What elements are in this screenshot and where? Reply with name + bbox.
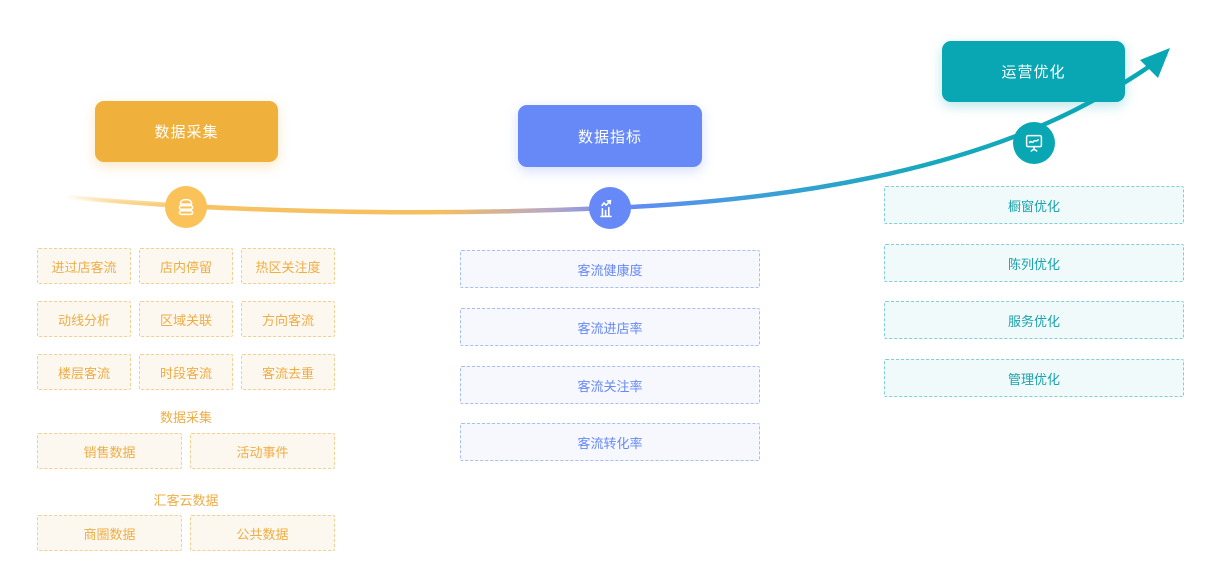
tag-collect-1[interactable]: 店内停留 — [139, 248, 233, 284]
tag-label: 客流关注率 — [577, 378, 643, 394]
tag-label: 热区关注度 — [255, 259, 321, 275]
tag-collect-group1-1[interactable]: 活动事件 — [190, 433, 335, 469]
section-caption-huikeyun-data: 汇客云数据 — [153, 493, 219, 508]
tag-optimize-0[interactable]: 橱窗优化 — [884, 186, 1184, 224]
tag-metric-0[interactable]: 客流健康度 — [460, 250, 760, 288]
header-box-operation-optimization[interactable]: 运营优化 — [942, 41, 1125, 102]
tag-collect-7[interactable]: 时段客流 — [139, 354, 233, 390]
tag-label: 客流健康度 — [577, 262, 643, 278]
tag-collect-2[interactable]: 热区关注度 — [241, 248, 335, 284]
header-box-label: 数据采集 — [154, 124, 219, 141]
tag-label: 时段客流 — [159, 365, 212, 381]
tag-label: 销售数据 — [83, 444, 136, 460]
tag-label: 客流转化率 — [577, 435, 643, 451]
tag-collect-group2-1[interactable]: 公共数据 — [190, 515, 335, 551]
tag-label: 客流去重 — [261, 365, 314, 381]
tag-optimize-3[interactable]: 管理优化 — [884, 359, 1184, 397]
bar-chart-trend-icon — [589, 187, 631, 229]
tag-label: 橱窗优化 — [1007, 198, 1060, 214]
tag-metric-1[interactable]: 客流进店率 — [460, 308, 760, 346]
tag-label: 管理优化 — [1007, 371, 1060, 387]
tag-collect-3[interactable]: 动线分析 — [37, 301, 131, 337]
tag-collect-8[interactable]: 客流去重 — [241, 354, 335, 390]
header-box-data-metrics[interactable]: 数据指标 — [518, 105, 702, 167]
tag-label: 公共数据 — [236, 526, 289, 542]
tag-collect-group1-0[interactable]: 销售数据 — [37, 433, 182, 469]
presentation-board-icon — [1013, 122, 1055, 164]
tag-label: 活动事件 — [236, 444, 289, 460]
header-box-label: 数据指标 — [577, 128, 642, 146]
tag-optimize-1[interactable]: 陈列优化 — [884, 244, 1184, 282]
tag-collect-6[interactable]: 楼层客流 — [37, 354, 131, 390]
tag-label: 动线分析 — [57, 312, 110, 328]
tag-label: 进过店客流 — [51, 259, 117, 275]
tag-label: 服务优化 — [1007, 313, 1060, 329]
tag-label: 楼层客流 — [57, 365, 110, 381]
tag-label: 方向客流 — [261, 312, 314, 328]
section-caption-data-collection: 数据采集 — [159, 410, 212, 425]
tag-label: 区域关联 — [159, 312, 212, 328]
tag-collect-4[interactable]: 区域关联 — [139, 301, 233, 337]
tag-label: 陈列优化 — [1007, 256, 1060, 272]
header-box-data-collection[interactable]: 数据采集 — [95, 101, 278, 162]
header-box-label: 运营优化 — [1001, 64, 1066, 81]
tag-label: 店内停留 — [159, 259, 212, 275]
database-stack-icon — [165, 186, 207, 228]
tag-optimize-2[interactable]: 服务优化 — [884, 301, 1184, 339]
tag-collect-group2-0[interactable]: 商圈数据 — [37, 515, 182, 551]
tag-collect-0[interactable]: 进过店客流 — [37, 248, 131, 284]
tag-metric-2[interactable]: 客流关注率 — [460, 366, 760, 404]
tag-label: 商圈数据 — [83, 526, 136, 542]
tag-label: 客流进店率 — [577, 320, 643, 336]
tag-collect-5[interactable]: 方向客流 — [241, 301, 335, 337]
tag-metric-3[interactable]: 客流转化率 — [460, 423, 760, 461]
